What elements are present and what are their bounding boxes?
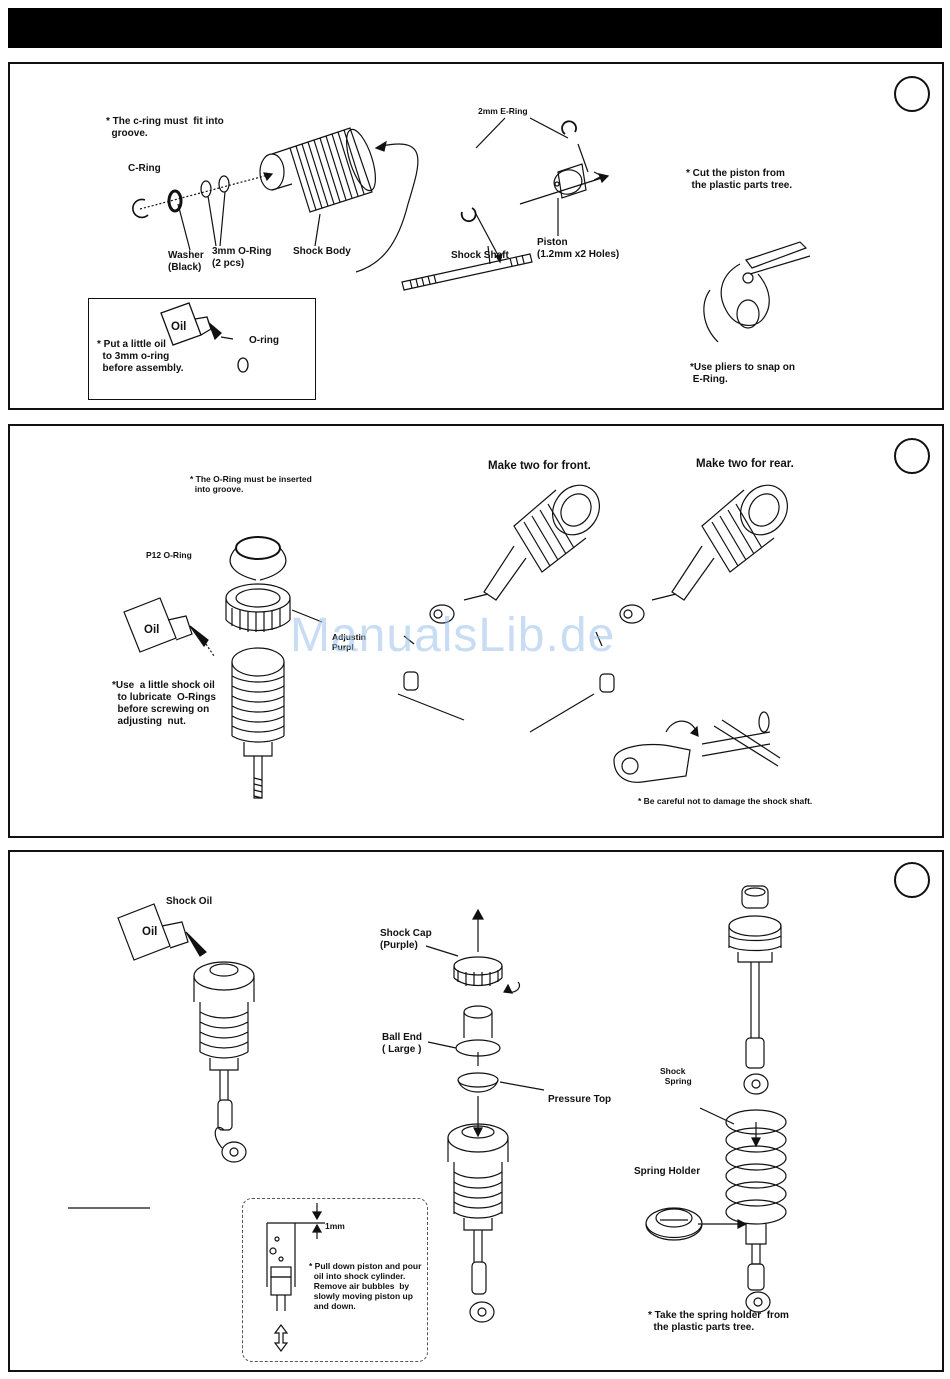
spring-holder-label: Spring Holder <box>634 1166 701 1177</box>
step-number-circle <box>894 438 930 474</box>
shock-cap-label: Shock Cap (Purple) <box>380 928 432 951</box>
oring-label: 3mm O-Ring (2 pcs) <box>212 246 272 269</box>
step-3-panel: Shock Oil Oil Shock Cap (Purple) Ball En… <box>8 850 944 1372</box>
pliers-note: *Use pliers to snap on E-Ring. <box>690 362 796 385</box>
step-1-panel: * The c-ring must fit into groove. C-Rin… <box>8 62 944 410</box>
pliers-hand-drawing <box>703 241 811 343</box>
oring-groove-note: * The O-Ring must be inserted into groov… <box>190 474 312 494</box>
oil-box-oil-label: Oil <box>171 321 187 333</box>
pressure-top-label: Pressure Top <box>548 1094 612 1105</box>
step-1-drawing <box>132 117 811 343</box>
ering-label: 2mm E-Ring <box>478 106 528 116</box>
take-holder-note: * Take the spring holder from the plasti… <box>648 1310 789 1333</box>
piston-label: Piston (1.2mm x2 Holes) <box>537 237 620 260</box>
step-2-drawing <box>123 484 788 799</box>
oil-box-oring-label: O-ring <box>249 335 279 346</box>
ball-end-label: Ball End ( Large ) <box>382 1032 423 1055</box>
front-shock-drawing <box>403 484 600 691</box>
oil-box-note: * Put a little oil to 3mm o-ring before … <box>97 339 184 374</box>
shock-oil-note: *Use a little shock oil to lubricate O-R… <box>112 680 216 727</box>
shock-spring-label: Shock Spring <box>660 1066 692 1086</box>
shock-body-drawing <box>259 127 376 213</box>
oil-fill-tip-box: 1mm * Pull down piston and pour oil into… <box>242 1198 428 1362</box>
right-shock-spring-drawing <box>699 885 787 1313</box>
adjusting-nut-drawing <box>225 583 291 632</box>
rear-title: Make two for rear. <box>696 458 794 470</box>
left-shock-drawing <box>193 961 255 1163</box>
shock-shaft-drawing <box>401 253 533 291</box>
shock-body-label: Shock Body <box>293 246 351 257</box>
step-number-circle <box>894 76 930 112</box>
ball-end-detail-drawing <box>613 711 781 783</box>
rear-shock-drawing <box>595 484 788 693</box>
watermark: ManualsLib.de <box>290 609 616 662</box>
oil-bottle-label: Oil <box>142 926 158 938</box>
cut-piston-note: * Cut the piston from the plastic parts … <box>686 168 793 191</box>
shock-oil-label: Shock Oil <box>166 896 213 907</box>
spring-holder-drawing <box>645 1207 748 1241</box>
step-number-circle <box>894 862 930 898</box>
p12-oring-label: P12 O-Ring <box>146 550 192 560</box>
oil-bottle-label: Oil <box>144 624 160 636</box>
header-bar <box>8 8 942 48</box>
center-exploded-drawing <box>447 908 521 1323</box>
pull-piston-note: * Pull down piston and pour oil into sho… <box>309 1261 422 1311</box>
washer-label: Washer (Black) <box>168 250 204 273</box>
adjusting-nut-label: Adjustin Purpl <box>332 632 366 652</box>
shock-shaft-label: Shock Shaft <box>451 250 509 261</box>
oil-tip-box: Oil O-ring * Put a little oil to 3mm o-r… <box>88 298 316 400</box>
one-mm-label: 1mm <box>325 1221 345 1231</box>
cring-note: * The c-ring must fit into groove. <box>106 116 224 139</box>
cring-label: C-Ring <box>128 163 161 174</box>
oil-bottle-drawing <box>160 302 249 373</box>
careful-note: * Be careful not to damage the shock sha… <box>638 796 813 806</box>
piston-fill-drawing <box>266 1203 325 1352</box>
front-title: Make two for front. <box>488 460 591 472</box>
step-3-drawing <box>68 885 787 1323</box>
shock-cylinder-drawing <box>231 647 285 799</box>
step-2-panel: * The O-Ring must be inserted into groov… <box>8 424 944 838</box>
